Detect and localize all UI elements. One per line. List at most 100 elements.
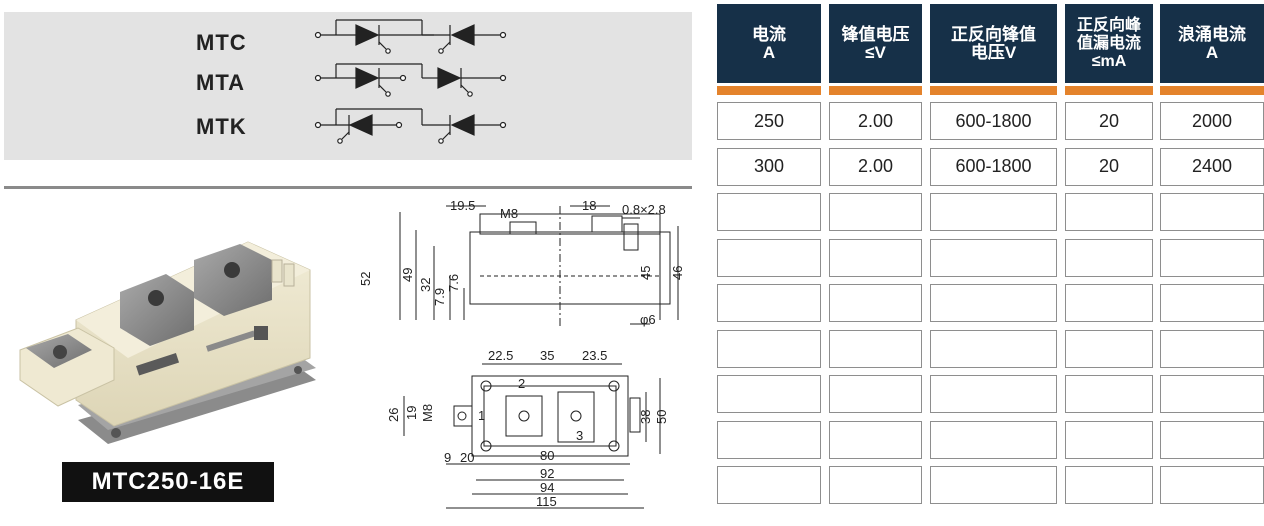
table-cell — [1160, 193, 1264, 231]
header-accent-strip — [1065, 86, 1153, 95]
table-cell — [829, 375, 922, 413]
table-cell — [1160, 420, 1264, 459]
table-cell — [1065, 420, 1153, 459]
svg-text:45: 45 — [638, 266, 653, 280]
svg-text:35: 35 — [540, 348, 554, 363]
table-cell — [1065, 375, 1153, 413]
svg-text:3: 3 — [576, 428, 583, 443]
header-line: A — [762, 42, 776, 62]
svg-text:49: 49 — [400, 268, 415, 282]
table-cell: 600-1800 — [930, 102, 1057, 140]
svg-text:7.6: 7.6 — [446, 274, 461, 292]
header-line: 锋值电压 — [841, 24, 910, 44]
svg-text:18: 18 — [582, 198, 596, 213]
table-cell — [1065, 466, 1153, 504]
table-cell — [717, 329, 821, 368]
table-cell: 2.00 — [829, 102, 922, 140]
table-cell — [930, 420, 1057, 459]
table-cell — [1160, 466, 1264, 504]
svg-text:7.9: 7.9 — [432, 288, 447, 306]
header-line: 正反向锋值 — [951, 24, 1036, 44]
table-cell — [930, 238, 1057, 277]
svg-text:φ6: φ6 — [640, 312, 656, 327]
svg-text:M8: M8 — [420, 404, 435, 422]
svg-text:19: 19 — [404, 406, 419, 420]
table-cell — [1065, 193, 1153, 231]
svg-text:23.5: 23.5 — [582, 348, 607, 363]
svg-text:0.8×2.8: 0.8×2.8 — [622, 202, 666, 217]
svg-text:115: 115 — [536, 494, 557, 509]
table-cell: 600-1800 — [930, 147, 1057, 186]
header-line: 电流 — [752, 24, 786, 44]
svg-text:22.5: 22.5 — [488, 348, 513, 363]
table-cell — [1160, 375, 1264, 413]
table-cell — [1065, 238, 1153, 277]
table-cell — [1160, 238, 1264, 277]
variant-schematic-panel: MTC MTA MTK — [4, 12, 692, 160]
svg-text:2: 2 — [518, 376, 525, 391]
header-line: 电压V — [970, 42, 1017, 62]
table-cell — [930, 375, 1057, 413]
svg-text:26: 26 — [386, 408, 401, 422]
header-line: ≤mA — [1091, 52, 1127, 70]
svg-text:94: 94 — [540, 480, 554, 495]
table-cell — [717, 238, 821, 277]
table-cell — [930, 193, 1057, 231]
table-header-peak-voltage: 锋值电压 ≤V — [829, 4, 922, 83]
table-cell — [829, 238, 922, 277]
module-product-image — [19, 241, 316, 444]
header-line: 正反向峰 — [1076, 16, 1141, 34]
svg-text:9: 9 — [444, 450, 451, 465]
header-accent-strip — [829, 86, 922, 95]
table-cell — [717, 284, 821, 322]
table-cell — [1065, 329, 1153, 368]
table-header-leakage-current: 正反向峰 值漏电流 ≤mA — [1065, 4, 1153, 83]
table-cell — [829, 329, 922, 368]
svg-text:50: 50 — [654, 410, 669, 424]
table-cell — [717, 375, 821, 413]
table-cell: 20 — [1065, 102, 1153, 140]
header-accent-strip — [1160, 86, 1264, 95]
variant-label-mtk: MTK — [196, 114, 247, 139]
variant-label-mta: MTA — [196, 70, 246, 95]
table-cell — [829, 193, 922, 231]
svg-text:M8: M8 — [500, 206, 518, 221]
table-cell: 2000 — [1160, 102, 1264, 140]
table-cell — [829, 466, 922, 504]
svg-text:92: 92 — [540, 466, 554, 481]
table-cell — [1065, 284, 1153, 322]
table-header-surge-current: 浪涌电流 A — [1160, 4, 1264, 83]
svg-text:52: 52 — [360, 272, 373, 286]
svg-text:80: 80 — [540, 448, 554, 463]
table-cell — [717, 466, 821, 504]
header-line: 值漏电流 — [1076, 34, 1141, 52]
table-header-repetitive-voltage: 正反向锋值 电压V — [930, 4, 1057, 83]
section-divider — [4, 186, 692, 189]
header-accent-strip — [930, 86, 1057, 95]
svg-text:38: 38 — [638, 410, 653, 424]
table-cell — [717, 193, 821, 231]
table-cell — [930, 284, 1057, 322]
table-cell — [829, 284, 922, 322]
table-cell — [930, 466, 1057, 504]
model-number-label: MTC250-16E — [62, 462, 274, 502]
header-line: 浪涌电流 — [1178, 24, 1246, 44]
svg-text:20: 20 — [460, 450, 474, 465]
table-cell: 2.00 — [829, 147, 922, 186]
table-cell: 300 — [717, 147, 821, 186]
header-accent-strip — [717, 86, 821, 95]
table-cell — [717, 420, 821, 459]
svg-text:32: 32 — [418, 278, 433, 292]
table-cell: 20 — [1065, 147, 1153, 186]
svg-text:1: 1 — [478, 408, 485, 423]
variant-label-mtc: MTC — [196, 30, 247, 55]
header-line: ≤V — [865, 42, 886, 62]
table-cell — [1160, 284, 1264, 322]
svg-text:19.5: 19.5 — [450, 198, 475, 213]
table-cell — [1160, 329, 1264, 368]
thyristor-symbols-diagram — [314, 19, 507, 144]
table-cell: 250 — [717, 102, 821, 140]
header-line: A — [1205, 42, 1219, 62]
table-cell — [930, 329, 1057, 368]
